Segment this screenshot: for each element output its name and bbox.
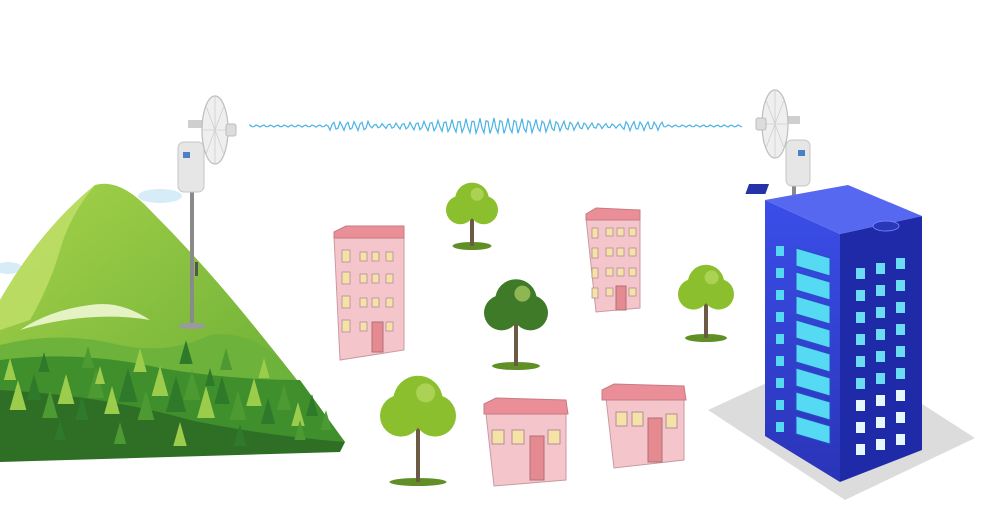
pine-tree-icon (183, 370, 201, 400)
pine-tree-icon (137, 390, 155, 420)
forest-group (3, 340, 332, 446)
pine-tree-icon (81, 346, 95, 368)
tower-window (856, 290, 865, 301)
pine-tree-icon (118, 368, 138, 402)
tower-window (876, 439, 885, 450)
house-icon (601, 383, 687, 469)
tree-icon (380, 375, 456, 486)
tower-window (795, 247, 831, 277)
tower-window (876, 263, 885, 274)
tower-window (776, 422, 784, 432)
tower-window-band (776, 246, 831, 445)
pine-tree-icon (214, 376, 230, 404)
pine-tree-icon (54, 420, 66, 440)
tower-window (896, 302, 905, 313)
pine-tree-icon (165, 376, 187, 412)
tower-window (776, 334, 784, 344)
tower-window (795, 391, 831, 421)
tower-window (795, 367, 831, 397)
pine-tree-icon (320, 410, 332, 430)
tree-icon (484, 279, 549, 370)
tower-window (876, 351, 885, 362)
tower-window (896, 346, 905, 357)
tower-window (896, 368, 905, 379)
pine-tree-icon (26, 374, 42, 400)
pine-tree-icon (246, 378, 262, 406)
tower-window (776, 378, 784, 388)
tower-window (856, 268, 865, 279)
pine-tree-icon (42, 390, 58, 418)
tower-window (776, 268, 784, 278)
radio-unit-right (785, 139, 811, 187)
house-icon (483, 397, 569, 487)
pine-tree-icon (133, 348, 147, 372)
tower-window (795, 271, 831, 301)
pine-tree-icon (9, 380, 27, 410)
pine-tree-icon (113, 422, 127, 444)
pine-tree-icon (75, 396, 89, 420)
pine-tree-icon (197, 386, 215, 418)
tower-window (896, 280, 905, 291)
tower-window (776, 246, 784, 256)
pine-tree-icon (219, 348, 233, 370)
dish-antenna-icon (188, 95, 237, 165)
tower-window (795, 295, 831, 325)
tower-window (776, 400, 784, 410)
pine-tree-icon (104, 386, 120, 414)
tower-window (856, 444, 865, 455)
pine-tree-icon (229, 390, 247, 420)
tower-window (795, 415, 831, 445)
pine-tree-icon (3, 358, 17, 380)
pine-tree-icon (151, 366, 169, 396)
tree-group (380, 182, 734, 486)
tower-window (856, 312, 865, 323)
pine-tree-icon (305, 394, 319, 416)
mast-left (178, 190, 206, 329)
tower-window (896, 434, 905, 445)
tower-window (776, 312, 784, 322)
pine-tree-icon (94, 366, 106, 384)
tree-icon (678, 264, 734, 342)
tower-window (876, 285, 885, 296)
dish-antenna-icon (755, 89, 800, 159)
signal-wave-icon (249, 117, 743, 136)
tower-window (896, 412, 905, 423)
tower-window-grid (856, 258, 905, 455)
office-tower-icon (708, 184, 975, 500)
pine-tree-icon (173, 422, 187, 446)
pine-tree-icon (260, 398, 276, 424)
apartment-building-right (585, 207, 641, 313)
tower-window (856, 356, 865, 367)
tower-window (856, 334, 865, 345)
pine-tree-icon (258, 358, 270, 378)
tower-window (856, 422, 865, 433)
tower-window (876, 395, 885, 406)
tower-window (776, 290, 784, 300)
radio-unit-left (177, 141, 205, 193)
tower-window (876, 417, 885, 428)
pine-tree-icon (38, 352, 50, 372)
pine-tree-icon (294, 420, 306, 440)
tower-window (856, 400, 865, 411)
tower-window (896, 324, 905, 335)
pine-tree-icon (204, 368, 216, 386)
tower-window (795, 319, 831, 349)
tower-window (795, 343, 831, 373)
tower-window (776, 356, 784, 366)
pine-tree-icon (233, 424, 247, 446)
cloud-icon (0, 189, 182, 274)
pine-tree-icon (291, 402, 305, 426)
pine-tree-icon (276, 384, 292, 410)
tower-window (876, 329, 885, 340)
tower-window (876, 307, 885, 318)
tree-icon (446, 182, 499, 250)
pine-tree-icon (57, 374, 75, 404)
tower-window (896, 390, 905, 401)
tower-window (876, 373, 885, 384)
pine-tree-icon (179, 340, 193, 364)
apartment-building-left (333, 225, 405, 361)
tower-window (856, 378, 865, 389)
tower-window (896, 258, 905, 269)
